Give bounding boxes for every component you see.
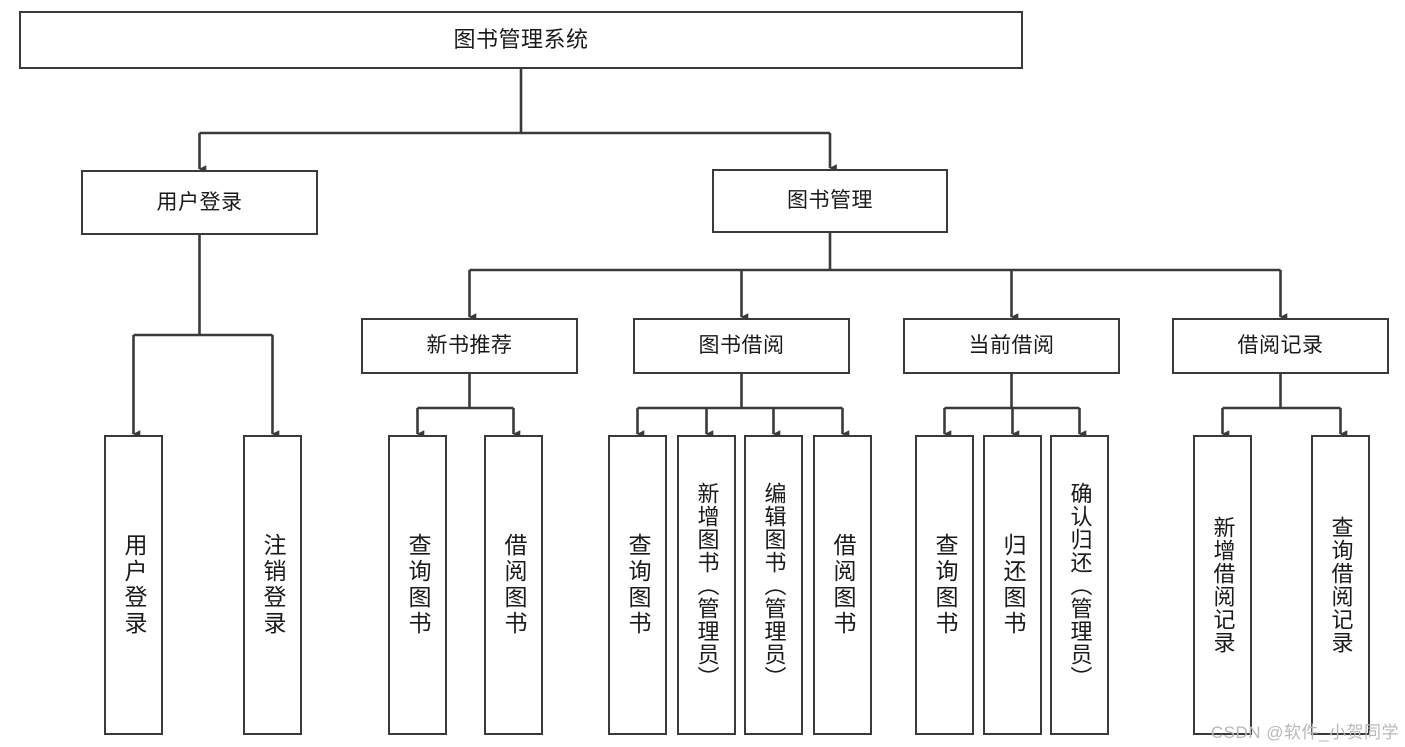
node-leaf-rec-query: 查询图书: [388, 435, 447, 735]
node-label: 借阅图书: [830, 533, 856, 637]
node-label: 新增借阅记录: [1210, 516, 1236, 654]
node-leaf-rec-borrow: 借阅图书: [484, 435, 543, 735]
node-label: 查询借阅记录: [1328, 516, 1354, 654]
node-label: 当前借阅: [968, 334, 1055, 358]
node-borrow-record: 借阅记录: [1172, 318, 1389, 374]
node-label: 图书借阅: [698, 334, 785, 358]
node-label: 用户登录: [121, 533, 147, 637]
node-leaf-cb-confirm: 确认归还（管理员）: [1050, 435, 1109, 735]
node-label: 新书推荐: [426, 334, 513, 358]
node-label: 借阅记录: [1237, 334, 1324, 358]
node-leaf-br-add: 新增借阅记录: [1193, 435, 1252, 735]
node-current-borrow: 当前借阅: [903, 318, 1120, 374]
node-leaf-bb-edit: 编辑图书（管理员）: [744, 435, 803, 735]
node-book-manage: 图书管理: [712, 169, 948, 233]
node-leaf-br-query: 查询借阅记录: [1311, 435, 1370, 735]
node-label: 新增图书（管理员）: [694, 481, 720, 689]
node-leaf-user-logout: 注销登录: [243, 435, 302, 735]
node-user-login: 用户登录: [81, 170, 318, 235]
node-leaf-bb-borrow: 借阅图书: [813, 435, 872, 735]
node-label: 查询图书: [625, 533, 651, 637]
node-leaf-cb-return: 归还图书: [983, 435, 1042, 735]
csdn-watermark: CSDN @软件_小贺同学: [1210, 723, 1399, 742]
node-label: 用户登录: [156, 190, 243, 214]
node-leaf-cb-query: 查询图书: [915, 435, 974, 735]
node-label: 图书管理: [787, 189, 873, 213]
node-leaf-user-login: 用户登录: [104, 435, 163, 735]
node-label: 确认归还（管理员）: [1067, 481, 1093, 689]
node-label: 注销登录: [260, 533, 286, 637]
node-root: 图书管理系统: [19, 11, 1023, 69]
node-book-borrow: 图书借阅: [633, 318, 850, 374]
node-label: 编辑图书（管理员）: [761, 481, 787, 689]
edge-group: [132, 69, 1348, 438]
node-label: 归还图书: [1000, 533, 1026, 637]
node-leaf-bb-query: 查询图书: [608, 435, 667, 735]
node-leaf-bb-add: 新增图书（管理员）: [677, 435, 736, 735]
node-label: 查询图书: [932, 533, 958, 637]
node-label: 查询图书: [405, 533, 431, 637]
node-label: 图书管理系统: [453, 26, 589, 52]
node-label: 借阅图书: [501, 533, 527, 637]
node-new-book-rec: 新书推荐: [361, 318, 578, 374]
